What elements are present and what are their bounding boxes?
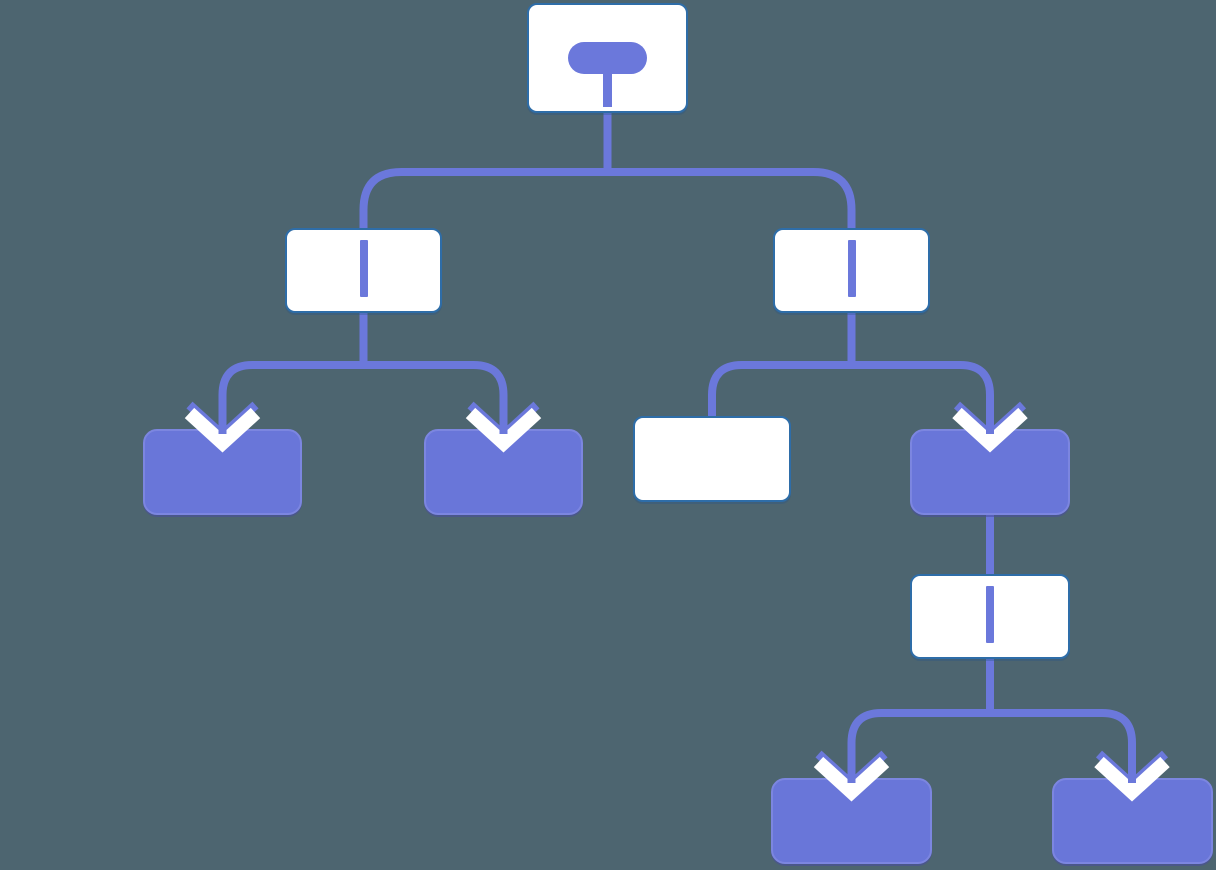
purple-node-mid[interactable] [910, 429, 1070, 515]
root-node[interactable] [527, 3, 688, 113]
edge-junction-right [708, 361, 994, 418]
edge-junction-left [218, 361, 508, 416]
leaf-purple-a[interactable] [143, 429, 302, 515]
passthrough-line [847, 240, 856, 297]
edge-junction-top [359, 168, 856, 230]
leaf-purple-b[interactable] [424, 429, 583, 515]
leaf-purple-c[interactable] [771, 778, 932, 864]
root-pill-stem [603, 73, 612, 107]
edge-junction-bottom [847, 709, 1136, 762]
branch-node-left[interactable] [285, 228, 442, 313]
passthrough-line [359, 240, 368, 297]
branch-node-right[interactable] [773, 228, 930, 313]
passthrough-line [986, 586, 994, 643]
leaf-purple-d[interactable] [1052, 778, 1213, 864]
leaf-white-node[interactable] [633, 416, 791, 502]
root-pill-shape [568, 42, 647, 74]
branch-node-bottom[interactable] [910, 574, 1070, 659]
